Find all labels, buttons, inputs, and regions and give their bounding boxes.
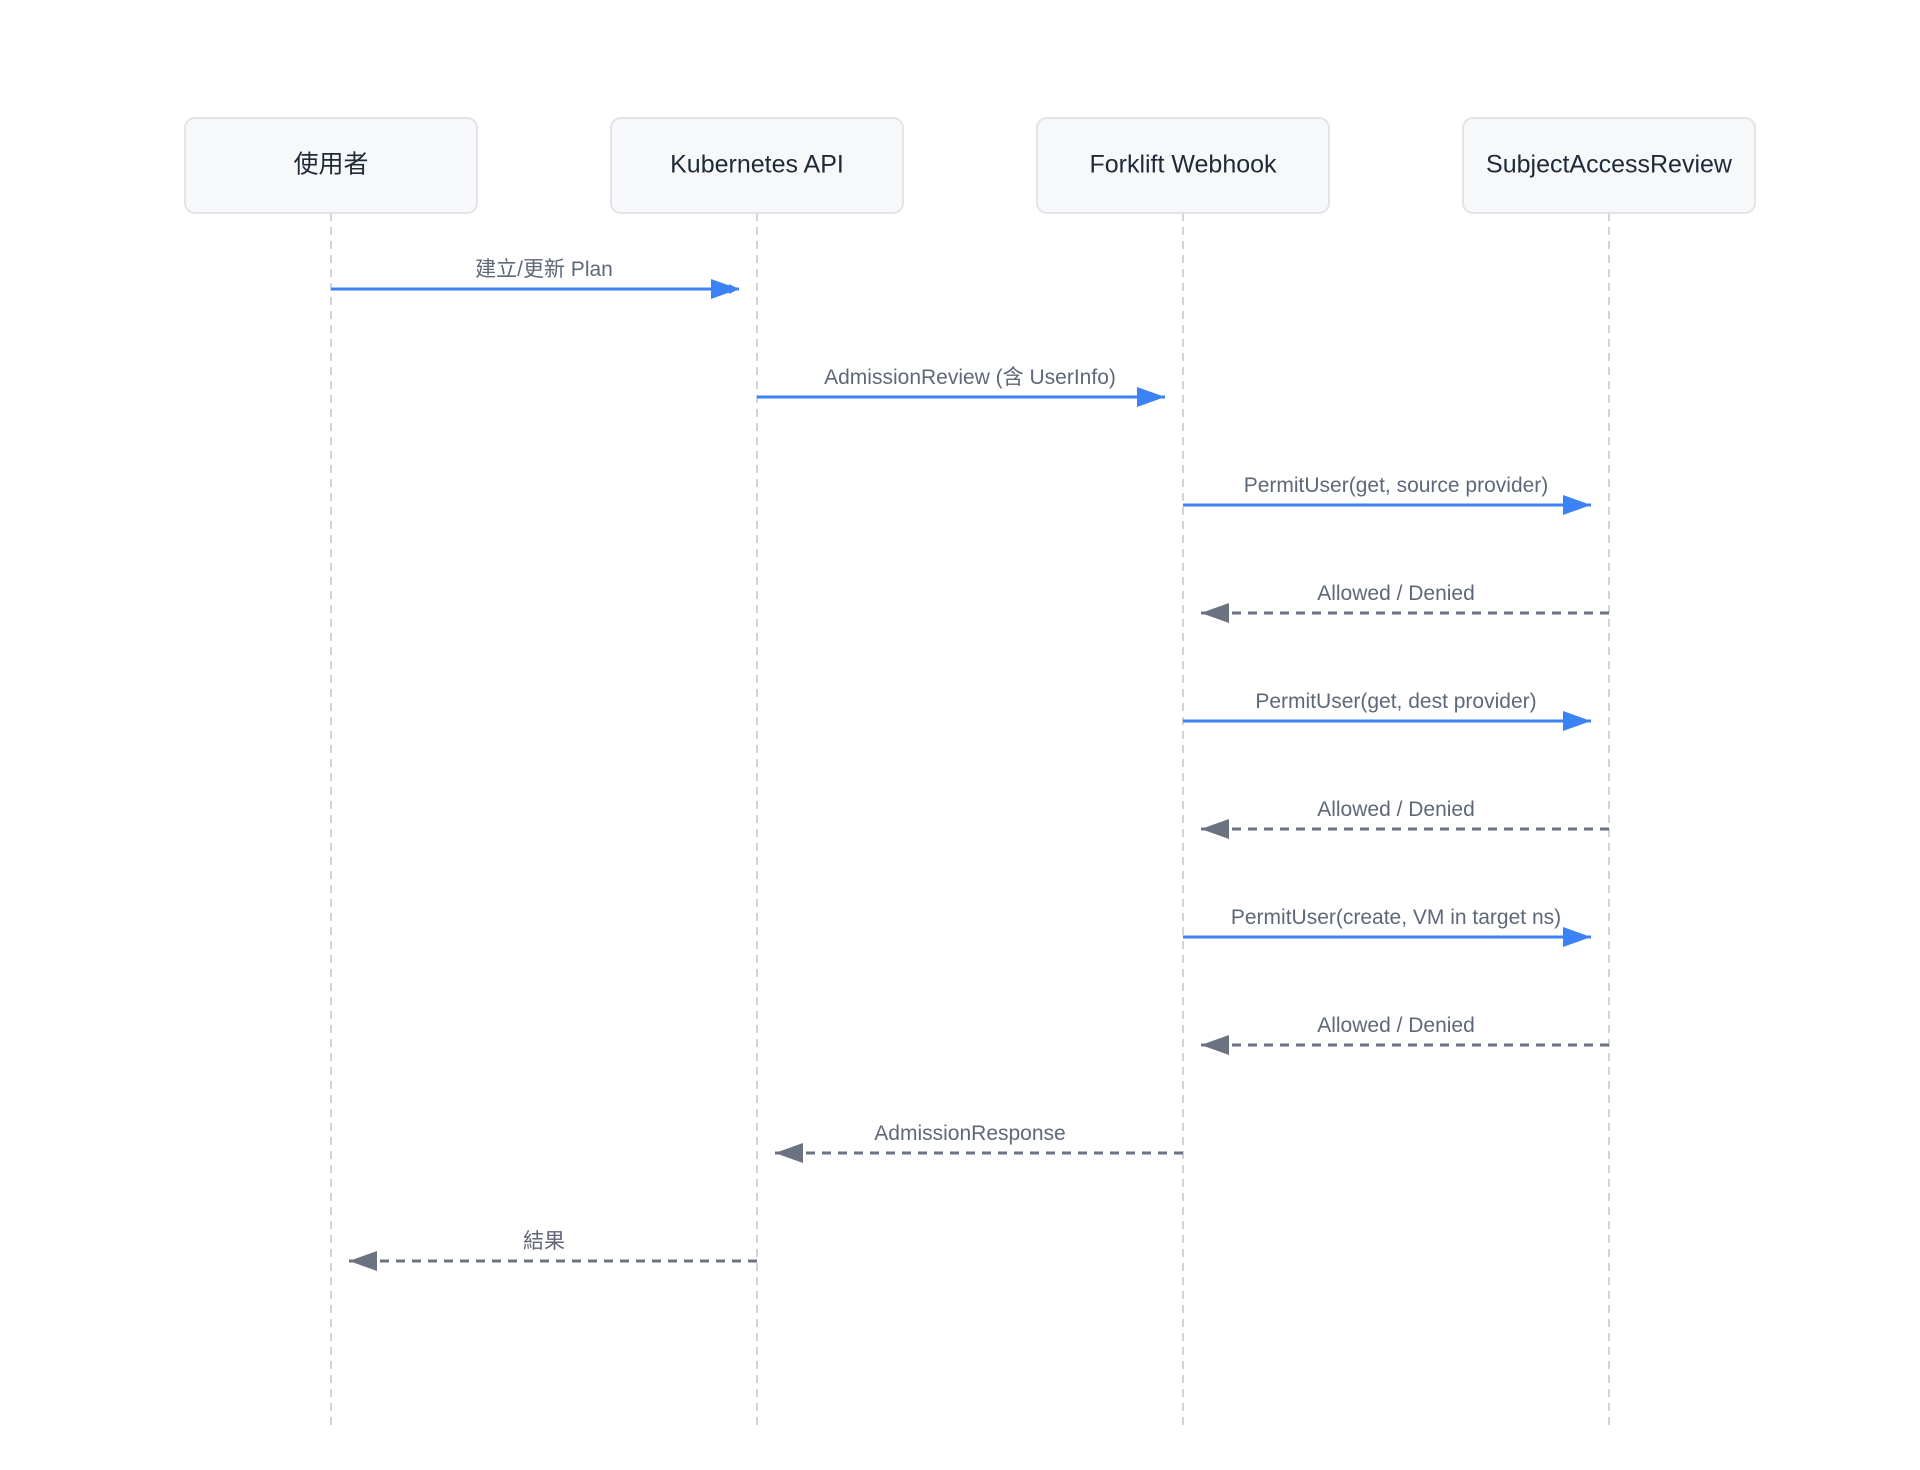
lifelines <box>330 213 1610 1430</box>
arrowhead <box>1563 927 1591 947</box>
message-label: PermitUser(get, source provider) <box>1244 474 1549 497</box>
message-label: 結果 <box>523 1230 565 1253</box>
message-label: AdmissionReview (含 UserInfo) <box>824 366 1116 389</box>
message-label: 建立/更新 Plan <box>475 258 613 281</box>
message-label: Allowed / Denied <box>1317 582 1475 605</box>
arrowhead <box>775 1143 803 1163</box>
message-10: 結果 <box>349 1230 757 1271</box>
participant-webhook: Forklift Webhook <box>1036 117 1330 214</box>
participant-sar: SubjectAccessReview <box>1462 117 1756 214</box>
message-1: 建立/更新 Plan <box>331 258 739 299</box>
message-label: Allowed / Denied <box>1317 1014 1475 1037</box>
participant-label: 使用者 <box>293 151 368 179</box>
message-label: Allowed / Denied <box>1317 798 1475 821</box>
participant-box <box>184 117 478 214</box>
participant-user: 使用者 <box>184 117 478 214</box>
arrowhead <box>1201 819 1229 839</box>
arrowhead <box>1563 495 1591 515</box>
arrowhead <box>1201 603 1229 623</box>
message-5: PermitUser(get, dest provider) <box>1183 690 1591 731</box>
arrowhead <box>1137 387 1165 407</box>
message-label: PermitUser(get, dest provider) <box>1255 690 1536 713</box>
message-label: PermitUser(create, VM in target ns) <box>1231 906 1561 929</box>
participant-api: Kubernetes API <box>610 117 904 214</box>
message-7: PermitUser(create, VM in target ns) <box>1183 906 1591 947</box>
participant-label: Forklift Webhook <box>1089 151 1277 179</box>
participant-box <box>1462 117 1756 214</box>
message-9: AdmissionResponse <box>775 1122 1183 1163</box>
arrowhead <box>1563 711 1591 731</box>
arrowhead <box>349 1251 377 1271</box>
message-4: Allowed / Denied <box>1201 582 1609 623</box>
arrowhead <box>1201 1035 1229 1055</box>
message-8: Allowed / Denied <box>1201 1014 1609 1055</box>
participant-label: SubjectAccessReview <box>1486 151 1733 179</box>
message-6: Allowed / Denied <box>1201 798 1609 839</box>
message-2: AdmissionReview (含 UserInfo) <box>757 366 1165 407</box>
participant-label: Kubernetes API <box>670 151 844 179</box>
message-3: PermitUser(get, source provider) <box>1183 474 1591 515</box>
participant-box <box>1036 117 1330 214</box>
message-label: AdmissionResponse <box>874 1122 1065 1145</box>
participant-box <box>610 117 904 214</box>
arrowhead <box>711 279 739 299</box>
